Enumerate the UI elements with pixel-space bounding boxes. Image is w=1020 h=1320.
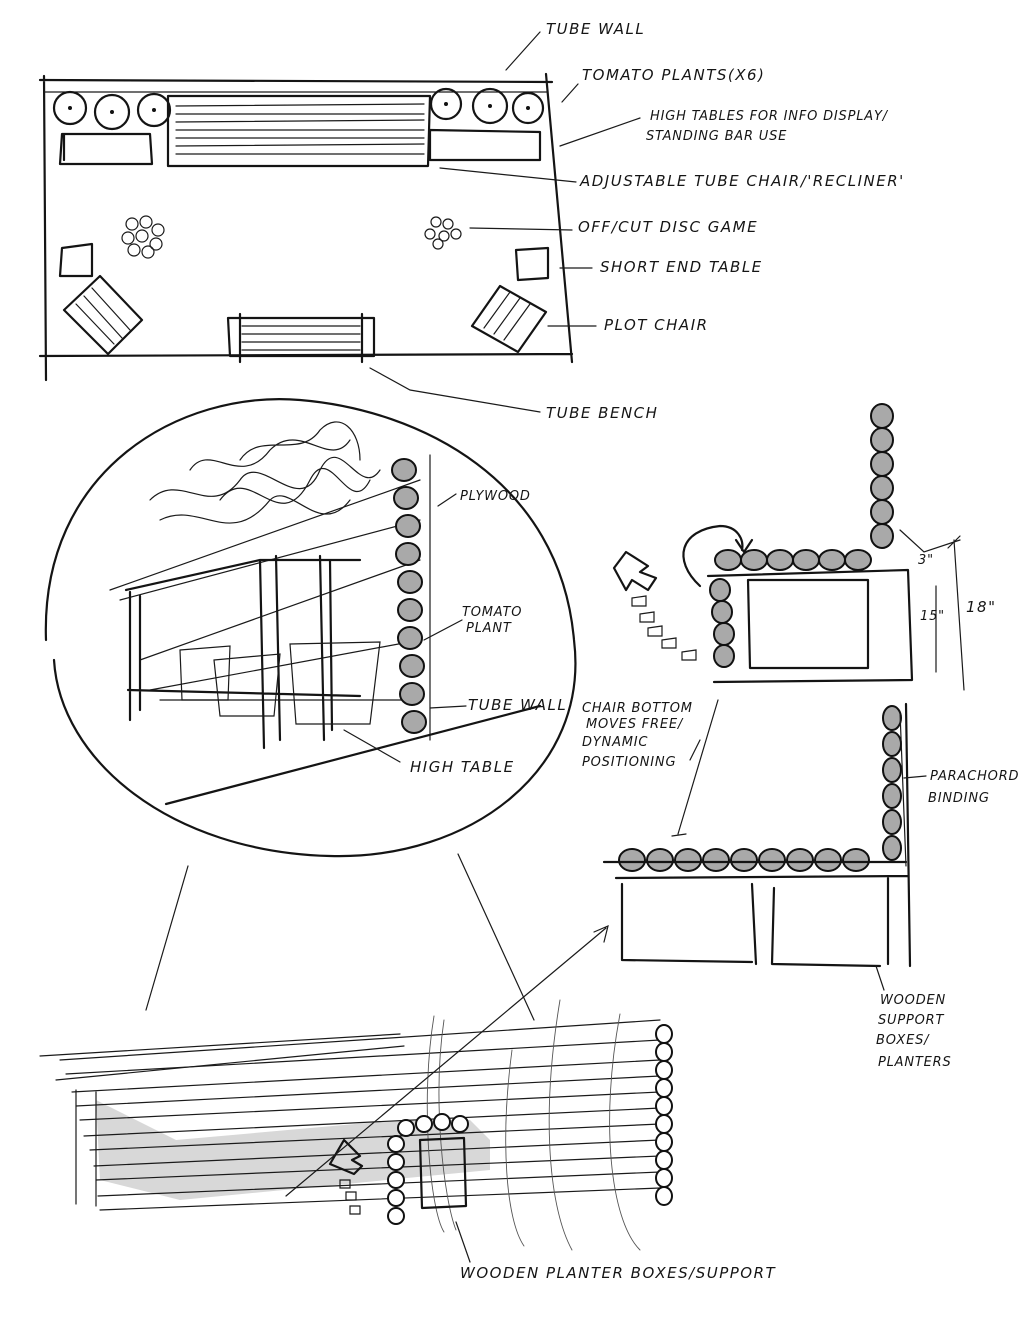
perspective-floor-line (164, 704, 542, 806)
tomato-foliage-scribble (149, 421, 381, 524)
side-paracord (899, 711, 927, 867)
elevation-label-leader (455, 1221, 471, 1263)
label-wooden-3: BOXES/ (876, 1033, 930, 1048)
dimension-lines (899, 529, 965, 691)
label-tomato-plants: TOMATO PLANTS(X6) (582, 66, 765, 84)
high-table-left (58, 132, 154, 166)
adjustable-tube-chair (166, 94, 432, 168)
zoom-connector-lines (145, 853, 535, 1021)
chair-seat-tubes (714, 549, 872, 571)
label-high-table: HIGH TABLE (410, 758, 515, 776)
dim-18: 18" (966, 598, 997, 616)
tube-bench (226, 312, 376, 364)
label-chair-3: DYNAMIC (582, 735, 648, 750)
label-tube-wall: TUBE WALL (546, 20, 645, 38)
elevation-tube-lines (59, 1019, 661, 1211)
short-end-table-left (58, 242, 94, 278)
rotation-arrow (682, 524, 754, 588)
side-wooden-leader (875, 965, 885, 991)
chair-fold-tubes (709, 578, 735, 668)
label-wooden-4: PLANTERS (878, 1055, 952, 1070)
plot-chair-left (62, 274, 144, 356)
tomato-plants-left (52, 90, 172, 131)
chair-detail (612, 403, 965, 691)
label-paracord-1: PARACHORD (930, 769, 1019, 784)
elevation-chair (328, 1113, 469, 1225)
exploded-arrow (612, 550, 658, 592)
plywood-wall (109, 454, 431, 741)
side-support-boxes (602, 702, 912, 968)
perspective-circle (44, 398, 577, 858)
label-disc-game: OFF/CUT DISC GAME (578, 218, 758, 236)
label-short-end-table: SHORT END TABLE (600, 258, 763, 276)
chair-side-elevation (602, 702, 927, 991)
label-planter-boxes: WOODEN PLANTER BOXES/SUPPORT (460, 1264, 777, 1282)
label-adjustable-chair: ADJUSTABLE TUBE CHAIR/'RECLINER' (579, 172, 905, 190)
label-plot-chair: PLOT CHAIR (604, 316, 709, 334)
side-seat-tubes (618, 848, 870, 872)
perspective-leaders (343, 493, 467, 763)
label-chair-2: MOVES FREE/ (586, 717, 684, 732)
dim-3: 3" (918, 553, 934, 568)
elevation-tube-column (655, 1024, 673, 1206)
high-table-right (428, 128, 542, 162)
chair-note-leader (671, 699, 719, 837)
perspective-tube-wall (391, 458, 427, 734)
label-chair-1: CHAIR BOTTOM (582, 701, 693, 716)
label-wooden-1: WOODEN (880, 993, 946, 1008)
perspective-planters (179, 641, 381, 725)
tomato-plants-right (429, 87, 545, 125)
elevation-back-lines (39, 1033, 405, 1207)
plot-chair-right (470, 284, 548, 354)
side-back-tubes (882, 705, 902, 861)
plan-outline (38, 72, 574, 382)
elevation-arc-lines (426, 999, 641, 1251)
perspective-high-table (124, 554, 362, 750)
plan-leaders (369, 31, 641, 413)
disc-game-right (424, 216, 462, 250)
label-tomato-1: TOMATO (462, 605, 522, 620)
wall-elevation (39, 853, 673, 1263)
short-end-table-right (514, 246, 550, 282)
label-chair-4: POSITIONING (582, 755, 676, 770)
label-high-tables-1: HIGH TABLES FOR INFO DISPLAY/ (650, 109, 889, 124)
perspective-view (44, 398, 577, 858)
exploded-tubes (631, 595, 697, 661)
label-perspective-tube-wall: TUBE WALL (468, 696, 567, 714)
label-tomato-2: PLANT (466, 621, 512, 636)
label-paracord-2: BINDING (928, 791, 990, 806)
chair-back-tubes (870, 403, 894, 549)
label-high-tables-2: STANDING BAR USE (646, 129, 787, 144)
disc-game-left (121, 215, 165, 259)
elevation-detail-arrow (285, 924, 609, 1197)
chair-base-box (706, 568, 914, 684)
label-plywood: PLYWOOD (460, 489, 531, 504)
label-wooden-2: SUPPORT (878, 1013, 945, 1028)
dim-15: 15" (920, 609, 945, 624)
label-tube-bench: TUBE BENCH (546, 404, 658, 422)
plan-view (38, 31, 641, 413)
